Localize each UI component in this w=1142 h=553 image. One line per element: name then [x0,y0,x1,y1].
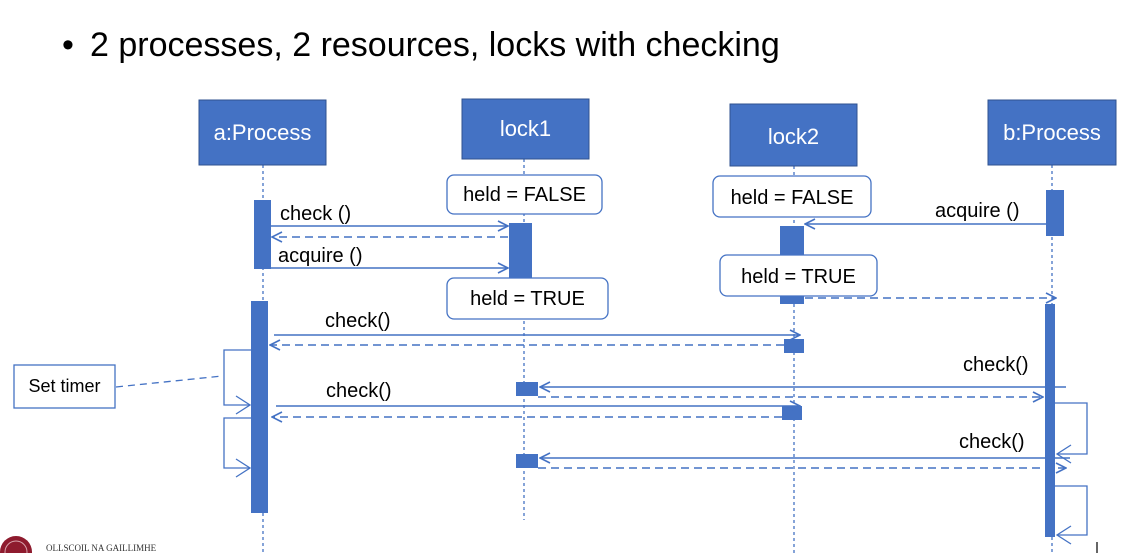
timer-loop-a-1-head [235,395,252,415]
state-box-lock1-before [446,174,603,215]
participant-box-lock2 [729,103,858,167]
note-label-set-timer: Set timer [28,376,100,396]
state-box-lock2-after [719,254,878,297]
msg-b-acquire-label: acquire () [935,200,1019,222]
timer-loop-a-2 [223,417,252,469]
timer-loop-a-2-head [235,458,252,478]
msg-a-check-lock2-2-label: check() [326,380,392,402]
note-box-set-timer [13,364,116,409]
state-label-lock2-before: held = FALSE [731,187,854,209]
university-name: OLLSCOIL NA GAILLIMHE [46,543,157,553]
state-label-lock1-before: held = FALSE [463,184,586,206]
msg-b-check-lock1-1-label: check() [963,354,1029,376]
activation-lock1-3 [516,454,538,468]
slide-title: 2 processes, 2 resources, locks with che… [90,26,780,64]
msg-b-check-lock1-2-label: check() [959,431,1025,453]
msg-a-check-label: check () [280,203,351,225]
participant-label-a-process: a:Process [214,120,312,145]
msg-a-check-lock2-1-label: check() [325,310,391,332]
activation-a-1 [254,200,271,269]
activation-a-2 [251,301,268,513]
activation-lock1-1 [509,223,532,278]
note-connector-set-timer [115,375,223,388]
timer-loop-a-1 [223,349,252,406]
timer-loop-b-2-head [1055,525,1072,545]
state-label-lock1-after: held = TRUE [470,288,585,310]
activation-lock2-3 [782,406,802,420]
msg-a-acquire-label: acquire () [278,245,362,267]
timer-loop-b-1 [1055,402,1088,455]
timer-loop-b-1-head [1055,444,1072,464]
participant-label-lock1: lock1 [500,116,551,141]
activation-lock2-2 [784,339,804,353]
title-bullet: • [62,26,74,64]
activation-lock1-2 [516,382,538,396]
state-box-lock2-before [712,175,872,218]
timer-loop-b-2 [1055,485,1088,536]
participant-label-b-process: b:Process [1003,120,1101,145]
participant-box-a-process [198,99,327,166]
activation-b-1 [1046,190,1064,236]
university-seal-icon [0,536,32,553]
participant-label-lock2: lock2 [768,124,819,149]
state-box-lock1-after [446,277,609,320]
participant-box-b-process [987,99,1117,166]
state-label-lock2-after: held = TRUE [741,266,856,288]
activation-b-2 [1045,304,1055,537]
participant-box-lock1 [461,98,590,160]
